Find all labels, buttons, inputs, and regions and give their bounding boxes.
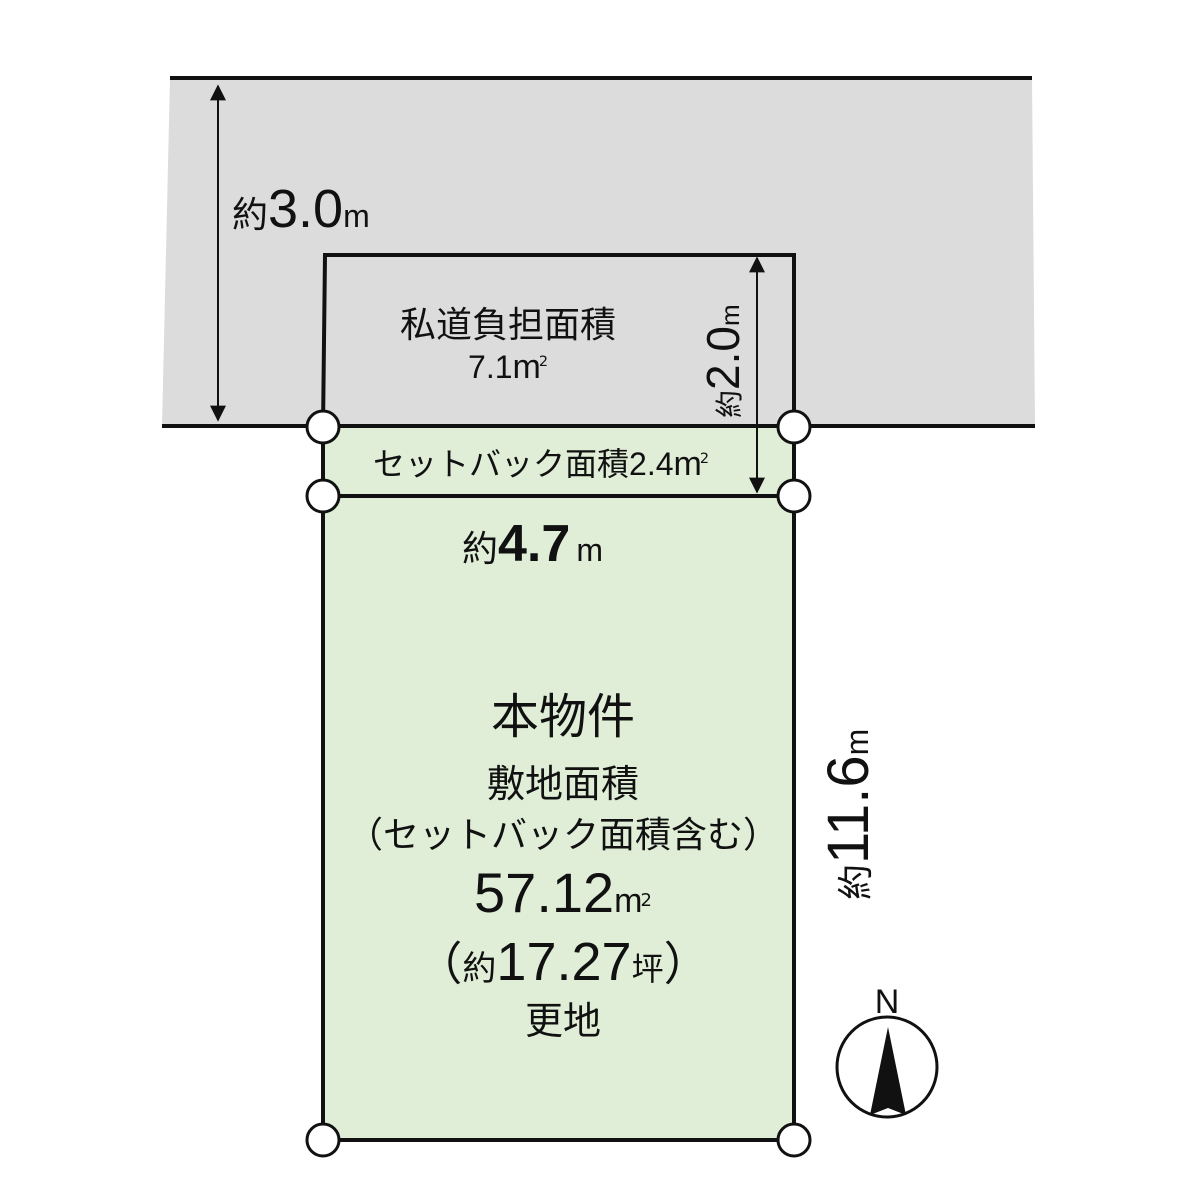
private-road-label: 私道負担面積 [399, 305, 617, 346]
side-length-label: 約11.6m [816, 728, 881, 900]
boundary-markers [305, 409, 812, 1158]
compass-north-label: N [874, 983, 900, 1021]
boundary-marker [305, 1122, 341, 1158]
boundary-marker [776, 409, 812, 445]
north-compass-icon [835, 1015, 939, 1119]
private-road-depth-label: 約2.0m [697, 304, 749, 418]
site-area-label: 敷地面積 [486, 762, 640, 806]
site-area-tsubo: （約17.27坪） [416, 932, 710, 992]
private-road-area: 7.1m2 [468, 348, 548, 386]
setback-included-note: （セットバック面積含む） [346, 815, 780, 856]
boundary-marker [776, 1122, 812, 1158]
land-status-label: 更地 [524, 999, 602, 1043]
property-lot [323, 496, 794, 1140]
road-area [162, 78, 1035, 426]
road-width-label: 約3.0m [232, 179, 370, 239]
boundary-marker [305, 478, 341, 514]
boundary-marker [305, 409, 341, 445]
setback-area [323, 428, 794, 496]
private-road-boundary [321, 253, 796, 429]
boundary-marker [776, 478, 812, 514]
setback-area-label: セットバック面積2.4m2 [373, 445, 709, 483]
property-title: 本物件 [490, 689, 636, 745]
site-area-value: 57.12m2 [474, 861, 652, 924]
